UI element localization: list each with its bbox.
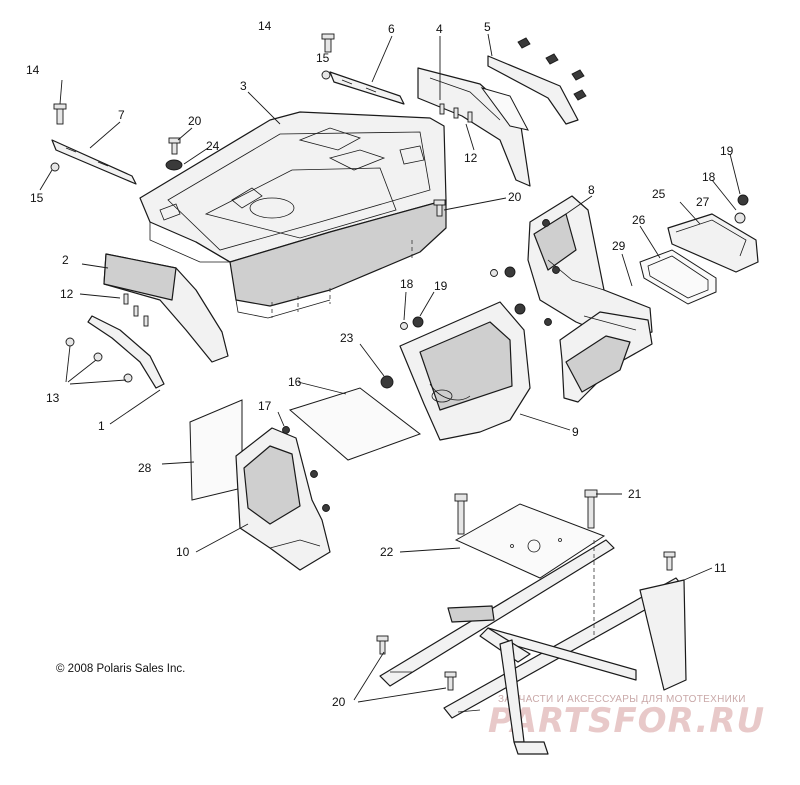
callout-3: 3 (240, 79, 247, 93)
callout-17: 17 (258, 399, 272, 413)
callout-4: 4 (436, 22, 443, 36)
callout-18-right: 18 (702, 170, 716, 184)
callout-27: 27 (696, 195, 710, 209)
callout-20-upper: 20 (188, 114, 202, 128)
callout-15: 15 (316, 51, 330, 65)
callout-23: 23 (340, 331, 354, 345)
part-8-storage-bin (527, 195, 653, 341)
part-6-rail (329, 71, 405, 105)
callout-11: 11 (714, 561, 727, 575)
fastener-bolts (50, 33, 749, 691)
callout-26: 26 (632, 213, 646, 227)
callout-28: 28 (138, 461, 152, 475)
part-22-plate (454, 503, 606, 579)
callout-7: 7 (118, 108, 125, 122)
callout-20-right: 20 (508, 190, 522, 204)
part-3-cargo-box (139, 111, 447, 319)
fastener-clips-5 (517, 37, 587, 101)
part-1-rocker-trim (87, 315, 165, 389)
callout-8: 8 (588, 183, 595, 197)
callout-16: 16 (288, 375, 302, 389)
copyright-text: © 2008 Polaris Sales Inc. (56, 663, 185, 675)
callout-10: 10 (176, 545, 190, 559)
callout-19: 19 (434, 279, 448, 293)
callout-14: 14 (258, 19, 272, 33)
part-9-underbody-panel (399, 301, 531, 441)
part-25-lid (667, 213, 759, 273)
callout-14-left: 14 (26, 63, 40, 77)
watermark-tagline: ЗАПЧАСТИ И АКСЕССУАРЫ ДЛЯ МОТОТЕХНИКИ (498, 694, 746, 705)
callout-19-right: 19 (720, 144, 734, 158)
part-29-tray (559, 311, 653, 403)
part-7-rail (51, 139, 137, 185)
callout-24: 24 (206, 139, 220, 153)
part-26-gasket (639, 249, 717, 305)
callout-5: 5 (484, 20, 491, 34)
leader-lines (39, 33, 741, 703)
part-28-sheet (189, 399, 243, 501)
callout-21: 21 (628, 487, 642, 501)
callout-6: 6 (388, 22, 395, 36)
watermark-brand: PARTSFOR.RU (488, 701, 765, 741)
part-16-mat (288, 387, 422, 461)
callout-15-left: 15 (30, 191, 44, 205)
callout-2: 2 (62, 253, 69, 267)
callouts: 14 6 4 5 15 14 3 7 20 24 12 19 18 15 8 2… (26, 19, 734, 709)
callout-20-lower: 20 (332, 695, 346, 709)
callout-22: 22 (380, 545, 394, 559)
callout-12-right: 12 (464, 151, 478, 165)
watermark: ЗАПЧАСТИ И АКСЕССУАРЫ ДЛЯ МОТОТЕХНИКИ PA… (488, 694, 765, 741)
callout-1: 1 (98, 419, 105, 433)
callout-25: 25 (652, 187, 666, 201)
part-5-fender-trim (480, 55, 579, 131)
callout-13: 13 (46, 391, 60, 405)
part-2-side-panel (103, 253, 229, 363)
part-11-frame (379, 539, 687, 755)
callout-18: 18 (400, 277, 414, 291)
callout-29: 29 (612, 239, 626, 253)
part-10-side-bin (235, 427, 331, 571)
callout-12-left: 12 (60, 287, 74, 301)
callout-9: 9 (572, 425, 579, 439)
